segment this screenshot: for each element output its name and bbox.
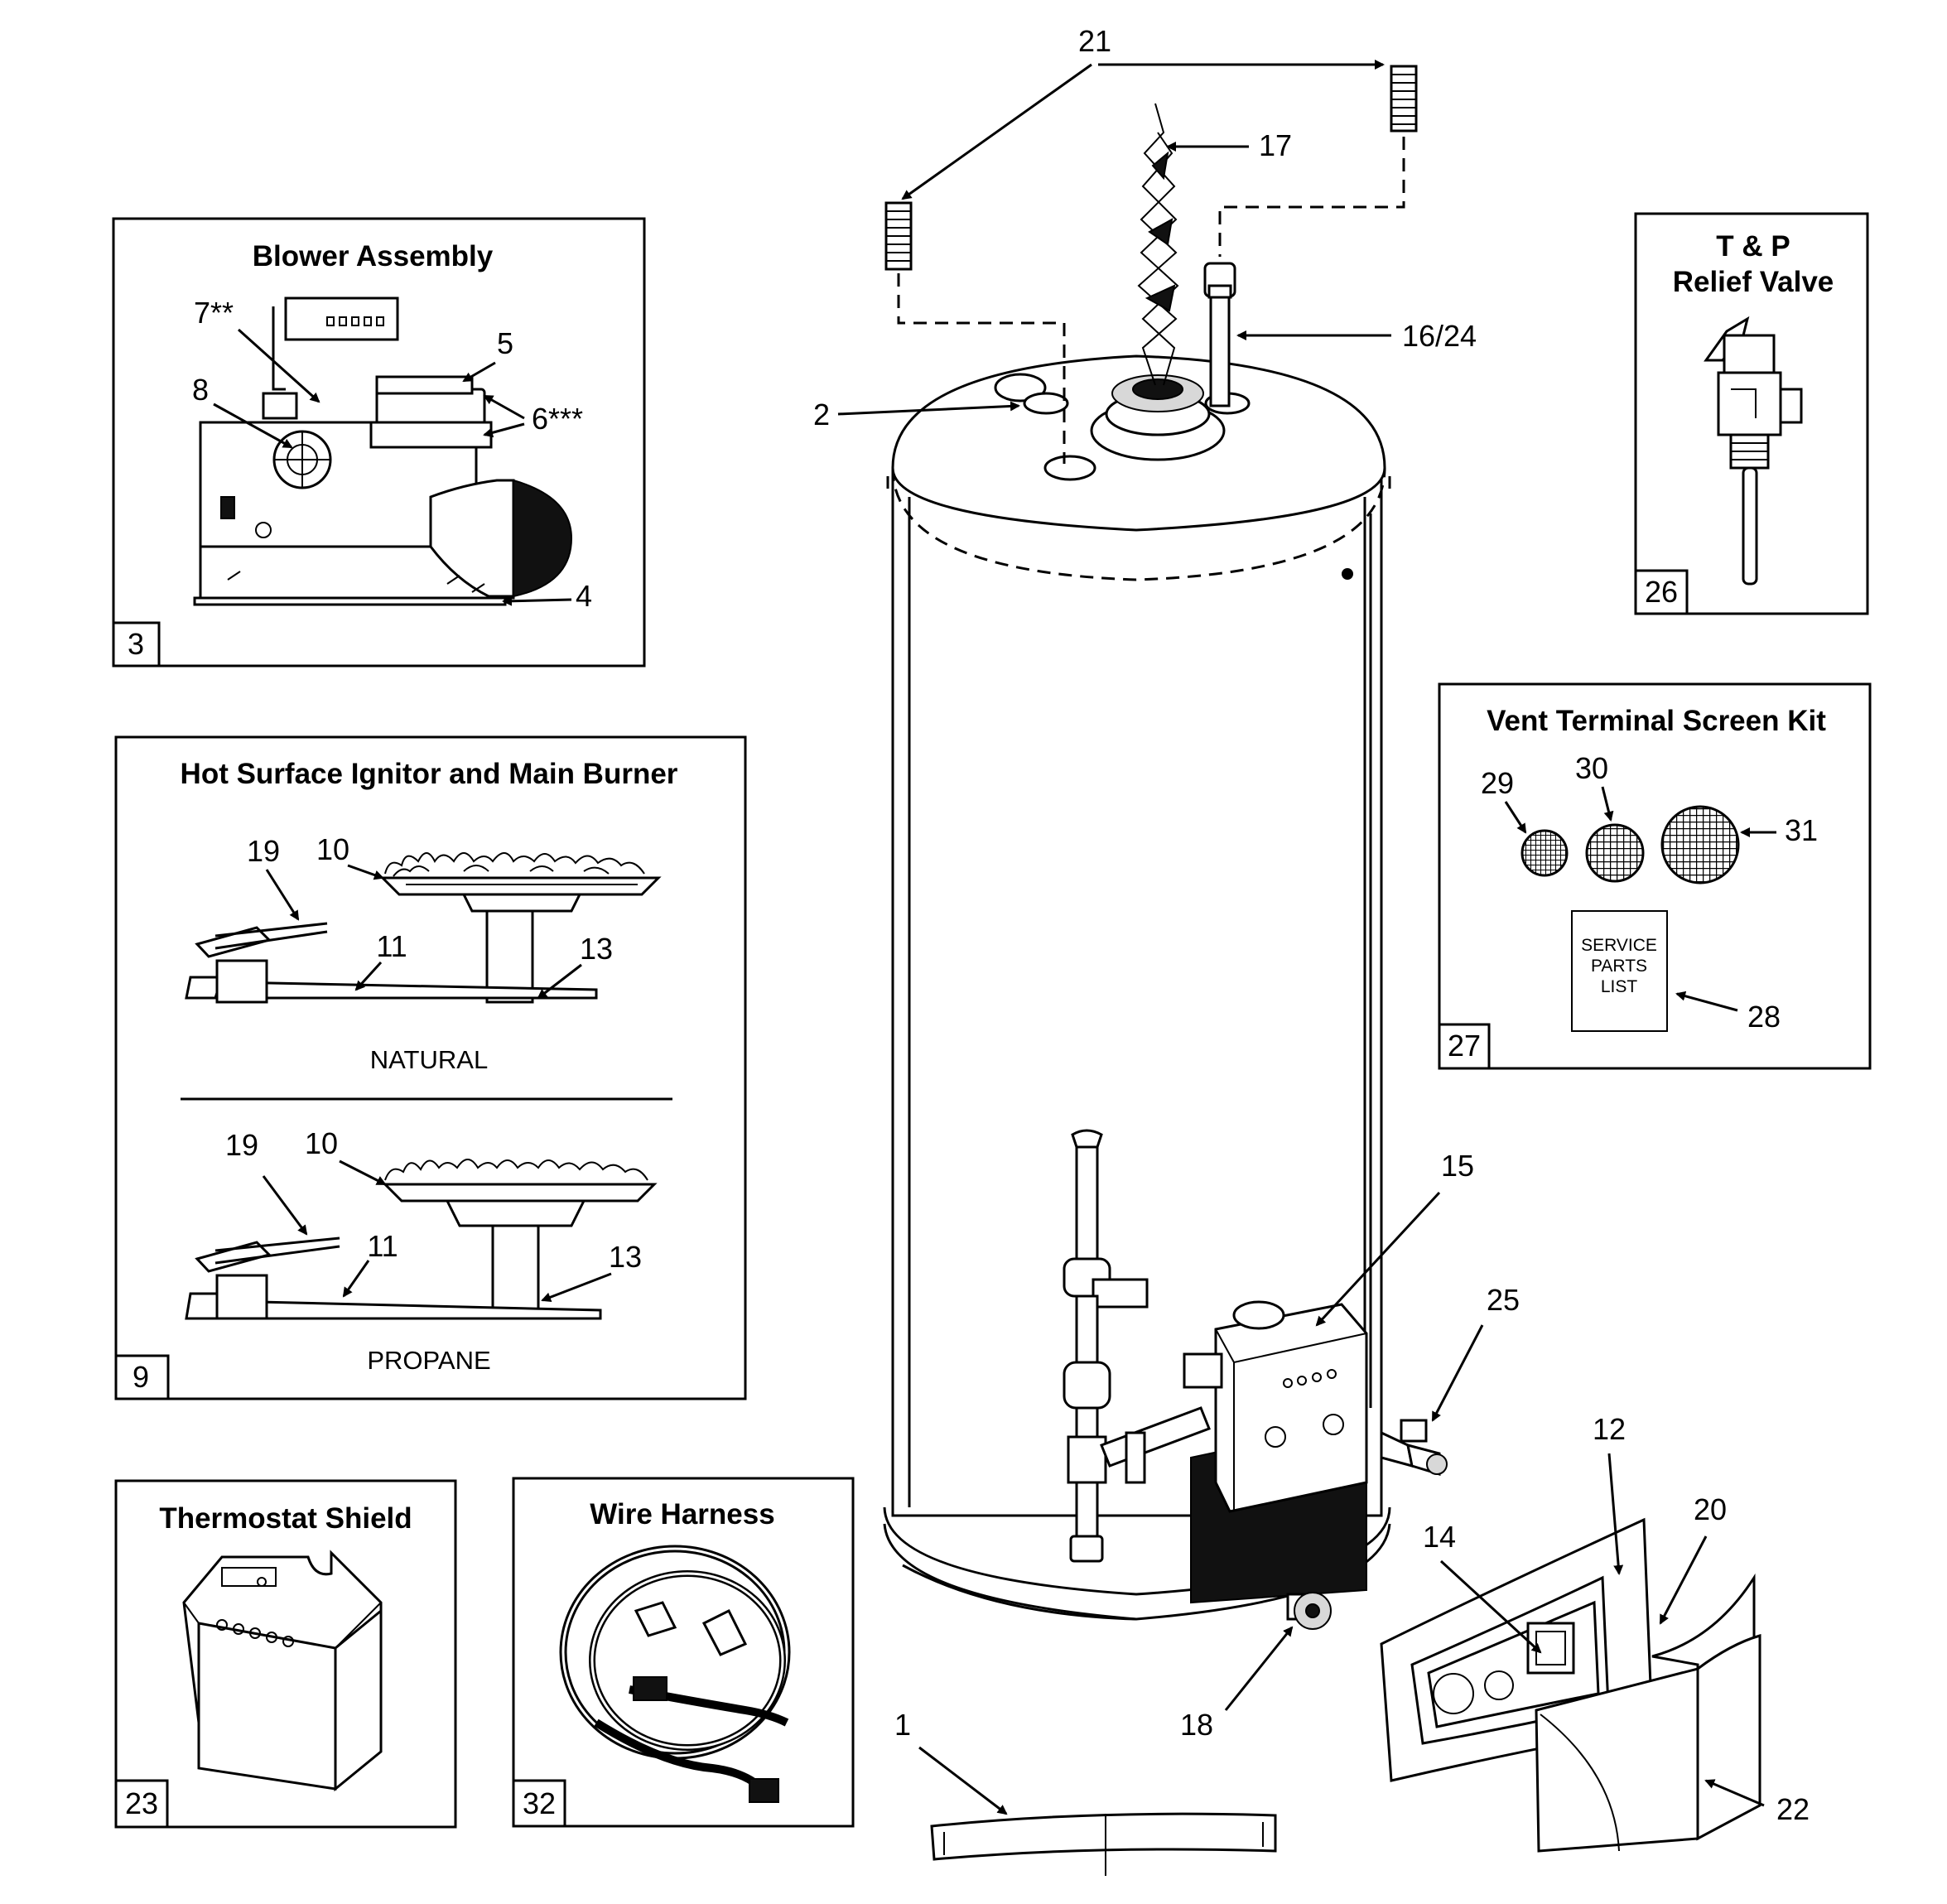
- natural-burner-illustration: [185, 852, 662, 1004]
- service-parts-line3: LIST: [1601, 977, 1638, 996]
- ignitor-panel-number: 9: [133, 1360, 149, 1394]
- callout-1: 1: [894, 1708, 911, 1742]
- ignitor-panel-title: Hot Surface Ignitor and Main Burner: [181, 758, 678, 790]
- callout-25: 25: [1487, 1283, 1520, 1317]
- propane-label-11: 11: [367, 1229, 398, 1263]
- propane-label-10: 10: [305, 1126, 338, 1160]
- vent-screen-kit-panel: Vent Terminal Screen Kit 27 29 30 31 SER…: [1438, 682, 1872, 1070]
- screen-31: [1660, 805, 1740, 885]
- tp-relief-valve-panel: T & P Relief Valve 26: [1634, 212, 1869, 615]
- blower-assembly-title: Blower Assembly: [253, 240, 494, 272]
- water-heater-main-illustration: [883, 65, 1448, 1630]
- blower-panel-number: 3: [128, 627, 144, 661]
- wire-harness-panel: Wire Harness 32: [512, 1477, 855, 1828]
- harness-panel-number: 32: [523, 1786, 556, 1820]
- callout-16-24: 16/24: [1402, 319, 1477, 353]
- harness-panel-title: Wire Harness: [590, 1498, 774, 1530]
- thermostat-panel-title: Thermostat Shield: [159, 1502, 412, 1535]
- blower-assembly-illustration: [193, 296, 573, 606]
- thermostat-panel-number: 23: [125, 1786, 158, 1820]
- callout-17: 17: [1259, 128, 1292, 162]
- screen-30: [1585, 823, 1645, 883]
- label-5: 5: [497, 326, 513, 360]
- service-parts-list-card: [1571, 910, 1668, 1032]
- vent-label-31: 31: [1785, 813, 1818, 847]
- nipple-right: [1390, 65, 1418, 133]
- ignitor-burner-panel: Hot Surface Ignitor and Main Burner 9 19…: [114, 735, 747, 1400]
- natural-label-13: 13: [580, 932, 613, 966]
- vent-kit-number: 27: [1448, 1029, 1481, 1063]
- service-parts-line2: PARTS: [1591, 957, 1647, 976]
- service-parts-line1: SERVICE: [1581, 936, 1657, 955]
- propane-label-13: 13: [609, 1240, 642, 1274]
- tp-panel-number: 26: [1645, 575, 1678, 609]
- vent-label-30: 30: [1575, 751, 1608, 785]
- propane-caption: PROPANE: [367, 1346, 490, 1375]
- nipple-left: [884, 201, 913, 271]
- callout-15: 15: [1441, 1149, 1474, 1183]
- inner-door-illustration: [1535, 1573, 1761, 1853]
- tp-panel-title-line1: T & P: [1716, 230, 1790, 263]
- screen-29: [1520, 829, 1569, 877]
- vent-kit-title: Vent Terminal Screen Kit: [1487, 705, 1826, 737]
- blower-assembly-panel: Blower Assembly 3: [112, 217, 646, 668]
- callout-20: 20: [1694, 1492, 1727, 1526]
- vent-label-29: 29: [1481, 766, 1514, 800]
- label-8: 8: [192, 373, 209, 407]
- callout-22: 22: [1776, 1792, 1810, 1826]
- tp-panel-title-line2: Relief Valve: [1673, 266, 1834, 298]
- propane-burner-illustration: [185, 1159, 658, 1320]
- natural-label-19: 19: [247, 834, 280, 868]
- label-7: 7**: [194, 296, 234, 330]
- propane-label-19: 19: [225, 1128, 258, 1162]
- natural-caption: NATURAL: [370, 1045, 488, 1074]
- thermostat-shield-illustration: [182, 1550, 383, 1792]
- label-6: 6***: [532, 402, 583, 436]
- callout-2: 2: [813, 398, 830, 431]
- callout-18: 18: [1180, 1708, 1213, 1742]
- label-4: 4: [576, 579, 592, 613]
- callout-21: 21: [1078, 24, 1111, 58]
- natural-label-11: 11: [376, 929, 407, 963]
- tp-relief-valve-illustration: [1704, 316, 1803, 586]
- vent-label-28: 28: [1747, 1000, 1781, 1034]
- wire-harness-illustration: [559, 1545, 791, 1803]
- thermostat-shield-panel: Thermostat Shield 23: [114, 1479, 457, 1829]
- natural-label-10: 10: [316, 832, 349, 866]
- callout-14: 14: [1423, 1520, 1456, 1554]
- jacket-label-strip: [930, 1812, 1277, 1876]
- callout-12: 12: [1593, 1412, 1626, 1446]
